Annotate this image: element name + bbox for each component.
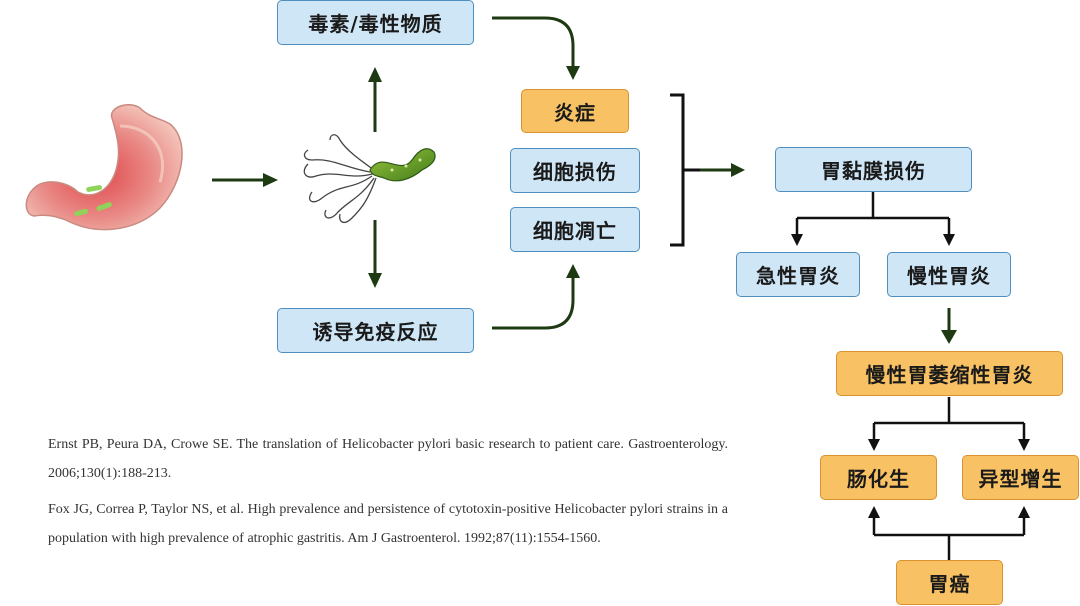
- reference-item: Fox JG, Correa P, Taylor NS, et al. High…: [48, 502, 728, 546]
- stomach-icon: [25, 104, 183, 231]
- arrow-immune-to-apoptosis: [492, 276, 575, 330]
- node-apoptosis: 细胞凋亡: [510, 207, 640, 252]
- arrowhead: [1018, 506, 1030, 518]
- node-inflammation: 炎症: [521, 89, 629, 133]
- node-gastric-cancer: 胃癌: [896, 560, 1003, 605]
- reference-item: Ernst PB, Peura DA, Crowe SE. The transl…: [48, 437, 728, 481]
- references: Ernst PB, Peura DA, Crowe SE. The transl…: [48, 430, 728, 560]
- node-mucosa-damage: 胃黏膜损伤: [775, 147, 972, 192]
- arrowhead: [566, 66, 580, 80]
- arrowhead: [868, 439, 880, 451]
- arrowhead: [731, 163, 745, 177]
- node-cell-damage: 细胞损伤: [510, 148, 640, 193]
- node-intestinal-metaplasia: 肠化生: [820, 455, 937, 500]
- arrowhead: [368, 273, 382, 288]
- arrowhead: [368, 67, 382, 82]
- bracket: [670, 93, 700, 247]
- arrowhead: [941, 330, 957, 344]
- node-immune-response: 诱导免疫反应: [277, 308, 474, 353]
- arrowhead: [791, 234, 803, 246]
- node-chronic-gastritis: 慢性胃炎: [887, 252, 1011, 297]
- arrowhead: [566, 264, 580, 278]
- helicobacter-icon: [303, 134, 436, 223]
- node-chronic-atrophic-gastritis: 慢性胃萎缩性胃炎: [836, 351, 1063, 396]
- node-dysplasia: 异型增生: [962, 455, 1079, 500]
- arrowhead: [868, 506, 880, 518]
- arrowhead: [263, 173, 278, 187]
- arrowhead: [943, 234, 955, 246]
- arrow-toxins-to-inflammation: [492, 16, 575, 68]
- node-toxins: 毒素/毒性物质: [277, 0, 474, 45]
- arrowhead: [1018, 439, 1030, 451]
- black-connectors: [791, 192, 1030, 560]
- node-acute-gastritis: 急性胃炎: [736, 252, 860, 297]
- green-arrows: [212, 16, 957, 344]
